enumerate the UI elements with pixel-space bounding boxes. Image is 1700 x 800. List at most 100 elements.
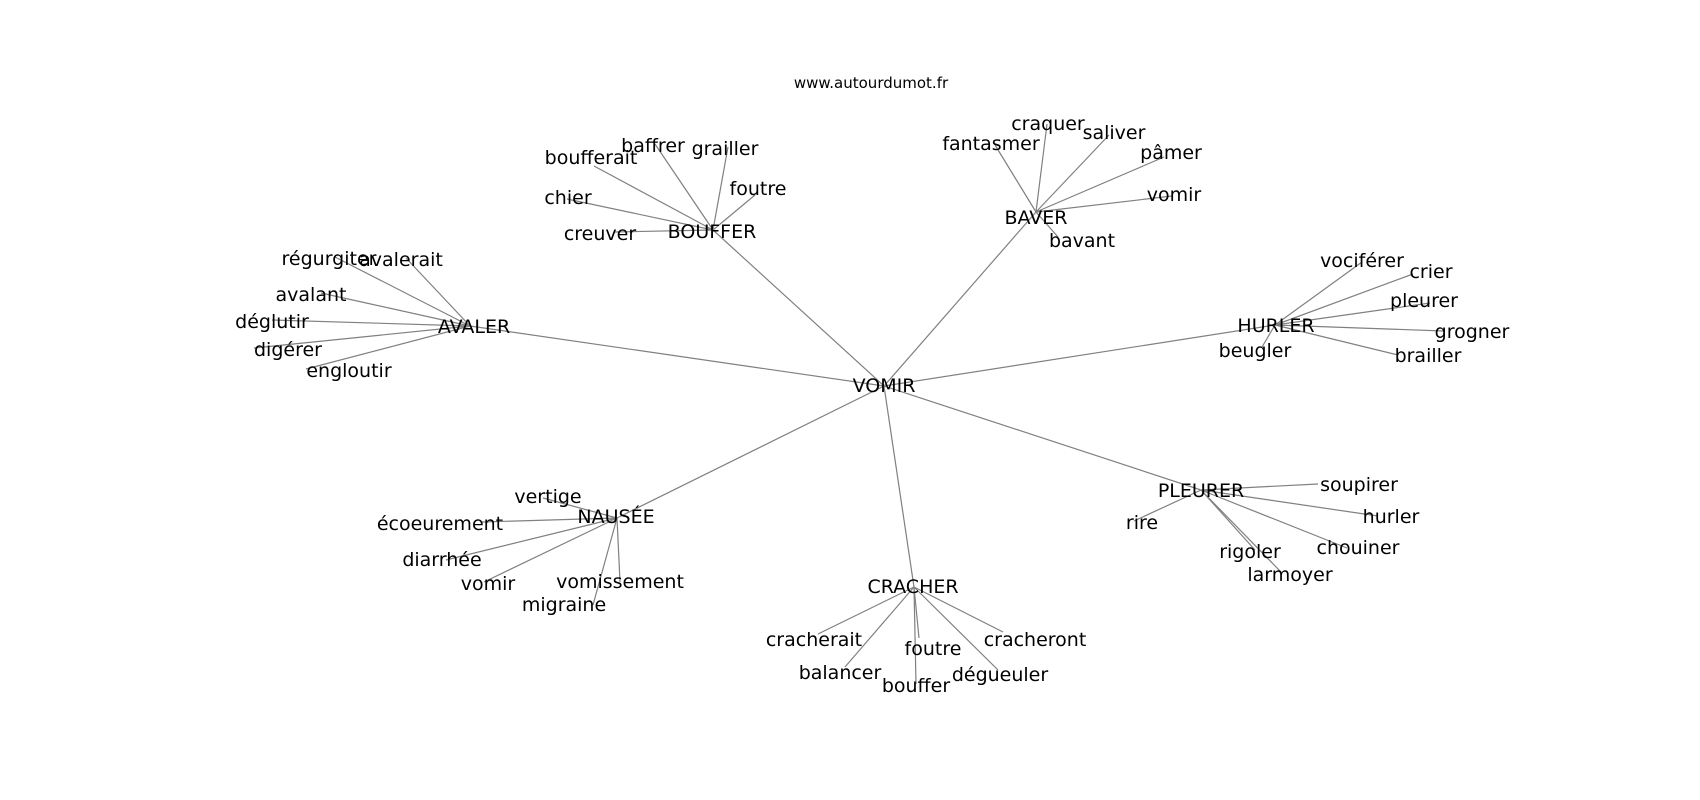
leaf-word-label: chouiner bbox=[1317, 537, 1400, 559]
leaf-word-label: vomir bbox=[1147, 184, 1202, 206]
edge-baver-leaf bbox=[1035, 195, 1173, 213]
leaf-word-label: brailler bbox=[1395, 345, 1462, 367]
hub-label-cracher: CRACHER bbox=[867, 576, 958, 598]
edge-center-to-nausée bbox=[616, 385, 885, 519]
edge-center-to-avaler bbox=[469, 325, 885, 387]
leaf-word-label: vomir bbox=[461, 573, 516, 595]
edge-center-to-cracher bbox=[883, 385, 915, 588]
leaf-word-label: hurler bbox=[1363, 506, 1420, 528]
leaf-word-label: avalerait bbox=[359, 249, 443, 271]
edge-baver-leaf bbox=[1035, 156, 1165, 213]
leaf-word-label: bouffer bbox=[882, 675, 951, 697]
leaf-word-label: vomissement bbox=[556, 571, 684, 593]
leaf-word-label: saliver bbox=[1083, 122, 1146, 144]
leaf-word-label: crier bbox=[1409, 261, 1452, 283]
leaf-word-label: grailler bbox=[692, 138, 759, 160]
leaf-word-label: bavant bbox=[1049, 230, 1115, 252]
center-word-label: VOMIR bbox=[853, 375, 916, 397]
edge-hurler-leaf bbox=[1274, 261, 1363, 326]
edge-nausée-leaf bbox=[616, 517, 621, 583]
edge-avaler-leaf bbox=[405, 257, 471, 327]
edge-hurler-leaf bbox=[1261, 324, 1276, 348]
edge-avaler-leaf bbox=[253, 325, 471, 349]
hub-label-pleurer: PLEURER bbox=[1158, 480, 1244, 502]
edge-bouffer-leaf bbox=[654, 143, 714, 231]
edges-layer bbox=[253, 123, 1445, 685]
edge-hurler-leaf bbox=[1274, 302, 1431, 326]
leaf-word-label: creuver bbox=[564, 223, 637, 245]
edge-baver-leaf bbox=[1035, 211, 1059, 238]
edge-avaler-leaf bbox=[305, 325, 471, 370]
leaf-word-label: balancer bbox=[799, 662, 882, 684]
leaf-word-label: vociférer bbox=[1320, 250, 1404, 272]
edge-center-to-pleurer bbox=[883, 385, 1202, 491]
leaf-word-label: engloutir bbox=[306, 360, 391, 382]
leaf-word-label: baffrer bbox=[621, 135, 685, 157]
edge-cracher-leaf bbox=[913, 586, 917, 685]
leaf-word-label: soupirer bbox=[1320, 474, 1398, 496]
edge-avaler-leaf bbox=[334, 256, 471, 327]
leaf-word-label: larmoyer bbox=[1247, 564, 1332, 586]
edge-cracher-leaf bbox=[844, 586, 915, 668]
edge-cracher-leaf bbox=[913, 586, 920, 639]
edge-pleurer-leaf bbox=[1200, 489, 1348, 549]
edge-hurler-leaf bbox=[1274, 324, 1445, 332]
leaf-word-label: boufferait bbox=[545, 147, 638, 169]
leaf-word-label: chier bbox=[544, 187, 591, 209]
edge-bouffer-leaf bbox=[613, 229, 714, 233]
leaf-word-label: pleurer bbox=[1390, 290, 1458, 312]
edge-bouffer-leaf bbox=[566, 198, 714, 231]
edge-nausée-leaf bbox=[481, 517, 618, 523]
leaf-word-label: rire bbox=[1126, 512, 1158, 534]
edge-avaler-leaf bbox=[271, 319, 471, 327]
hub-label-hurler: HURLER bbox=[1237, 315, 1314, 337]
leaf-word-label: grogner bbox=[1435, 321, 1510, 343]
leaf-word-label: craquer bbox=[1011, 113, 1085, 135]
site-url-label[interactable]: www.autourdumot.fr bbox=[794, 74, 949, 92]
leaf-word-label: vertige bbox=[514, 486, 581, 508]
edge-nausée-leaf bbox=[483, 517, 618, 583]
edge-avaler-leaf bbox=[320, 292, 471, 327]
leaf-word-label: foutre bbox=[730, 178, 787, 200]
leaf-word-label: diarrhée bbox=[402, 549, 481, 571]
leaf-word-label: rigoler bbox=[1219, 541, 1281, 563]
hub-label-avaler: AVALER bbox=[438, 316, 510, 338]
edge-baver-leaf bbox=[994, 144, 1037, 213]
leaf-word-label: pâmer bbox=[1140, 142, 1202, 164]
leaf-word-label: digérer bbox=[254, 339, 322, 361]
edge-pleurer-leaf bbox=[1133, 489, 1202, 522]
edge-bouffer-leaf bbox=[712, 146, 729, 231]
edge-nausée-leaf bbox=[445, 517, 618, 561]
edge-pleurer-leaf bbox=[1200, 483, 1319, 491]
edge-cracher-leaf bbox=[913, 586, 999, 671]
edge-nausée-leaf bbox=[592, 517, 618, 606]
edge-center-to-hurler bbox=[883, 324, 1276, 387]
edge-pleurer-leaf bbox=[1200, 489, 1379, 517]
hub-label-baver: BAVER bbox=[1004, 207, 1067, 229]
edge-bouffer-leaf bbox=[593, 165, 714, 231]
edge-hurler-leaf bbox=[1274, 324, 1399, 356]
leaf-word-label: avalant bbox=[276, 284, 347, 306]
edge-center-to-bouffer bbox=[712, 229, 885, 387]
edge-hurler-leaf bbox=[1274, 273, 1414, 326]
edge-center-to-baver bbox=[883, 211, 1037, 387]
edge-bouffer-leaf bbox=[712, 194, 756, 231]
leaf-word-label: foutre bbox=[905, 638, 962, 660]
leaf-word-label: beugler bbox=[1219, 340, 1292, 362]
edge-baver-leaf bbox=[1035, 123, 1048, 213]
edge-cracher-leaf bbox=[913, 586, 1004, 633]
leaf-word-label: migraine bbox=[522, 594, 606, 616]
leaf-word-label: déglutir bbox=[235, 311, 309, 333]
leaf-word-label: cracherait bbox=[766, 629, 862, 651]
leaf-word-label: régurgiter bbox=[282, 248, 377, 270]
edge-cracher-leaf bbox=[817, 586, 915, 635]
leaf-word-label: cracheront bbox=[984, 629, 1087, 651]
edge-pleurer-leaf bbox=[1200, 489, 1282, 573]
hub-label-bouffer: BOUFFER bbox=[668, 221, 757, 243]
hub-label-nausée: NAUSÉE bbox=[577, 505, 654, 528]
leaf-word-label: écoeurement bbox=[377, 513, 503, 535]
leaf-word-label: fantasmer bbox=[942, 133, 1040, 155]
labels-layer: www.autourdumot.fr VOMIR AVALER régurgite… bbox=[235, 74, 1509, 697]
edge-baver-leaf bbox=[1035, 134, 1110, 213]
